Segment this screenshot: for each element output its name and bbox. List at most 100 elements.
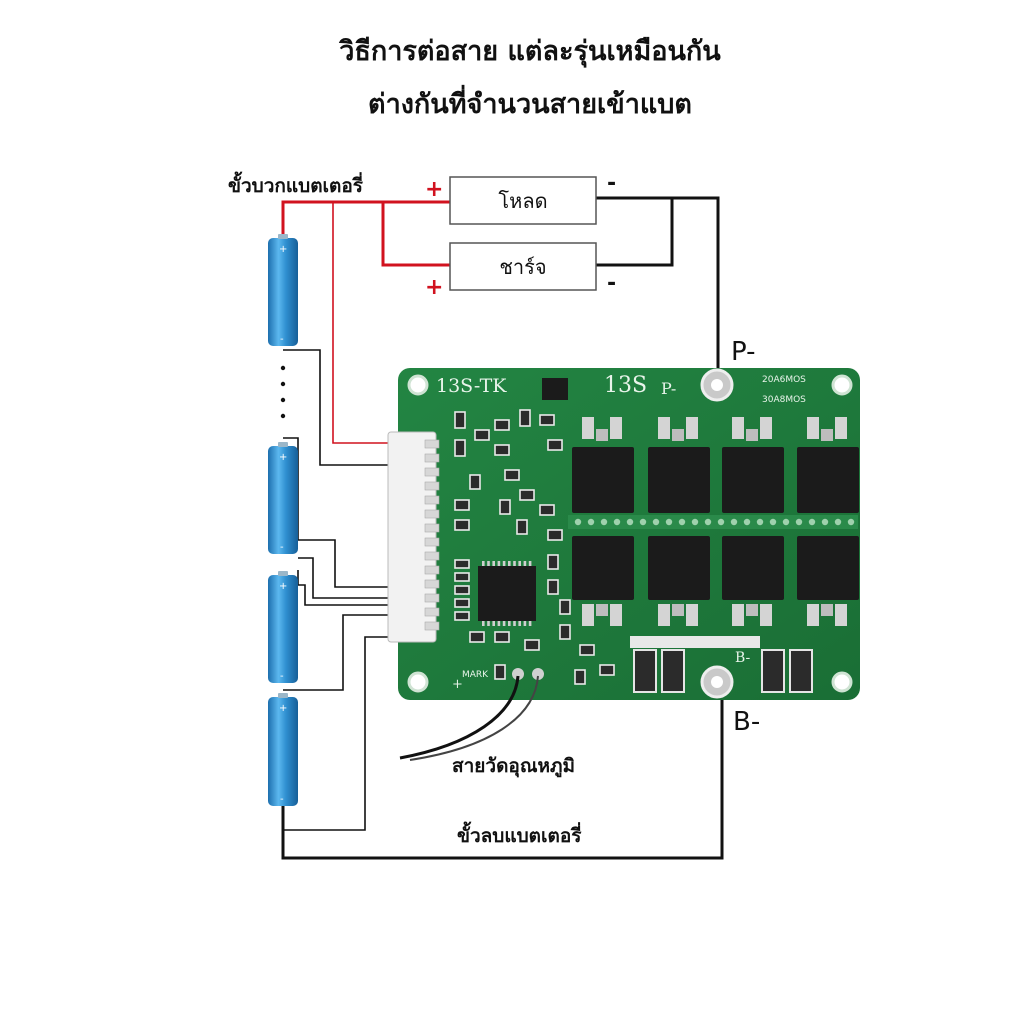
bus-via — [678, 518, 686, 526]
board-series: 13S — [604, 373, 647, 398]
bms-board: 13S-TK 13S P- 20A6MOS 30A8MOS B- MARK + — [387, 368, 860, 700]
smd-part — [454, 439, 466, 457]
mosfet-chip — [648, 536, 710, 600]
mosfet-chip — [797, 536, 859, 600]
ic-leg — [482, 621, 485, 626]
bus-via — [847, 518, 855, 526]
connector-pin — [424, 537, 440, 547]
battery-negative-label: ขั้วลบแบตเตอรี่ — [457, 821, 582, 847]
load-negative-wire — [596, 196, 720, 368]
battery-minus-mark: - — [280, 542, 284, 553]
shunt-resistor — [633, 649, 657, 693]
mosfet-leg — [807, 604, 819, 626]
ic-leg — [528, 561, 532, 566]
mosfet-leg — [610, 417, 622, 439]
ic-leg — [492, 621, 495, 626]
bus-via — [613, 518, 621, 526]
bus-via — [626, 518, 634, 526]
ic-leg — [518, 561, 521, 566]
ic-leg — [502, 621, 506, 626]
bus-via — [639, 518, 647, 526]
load-label: โหลด — [498, 189, 547, 213]
p-terminal-hole — [711, 379, 723, 391]
ic-leg — [497, 621, 501, 626]
battery-cell — [268, 446, 298, 554]
connector-pin — [424, 453, 440, 463]
smd-part — [494, 444, 510, 456]
board-p-pad-label: P- — [661, 379, 676, 398]
mosfet-leg — [582, 417, 594, 439]
smd-part — [454, 559, 470, 569]
battery-negative-wire — [281, 700, 724, 860]
ic-leg — [513, 561, 516, 566]
bus-via — [782, 518, 790, 526]
positive-sense-wire — [332, 202, 392, 444]
connector-pin — [424, 621, 440, 631]
ic-leg — [508, 621, 511, 626]
balance-connector — [387, 431, 437, 643]
smd-components — [454, 409, 615, 685]
mosfet-bus-bottom — [630, 636, 760, 648]
smd-part — [559, 599, 571, 615]
positive-main-wire — [281, 200, 450, 240]
ic-leg — [523, 621, 527, 626]
gap-dot — [280, 413, 286, 419]
mosfet-leg — [807, 417, 819, 439]
shunt-resistor — [789, 649, 813, 693]
sense-wire-3 — [298, 557, 392, 599]
battery-cells: +-+-+-+- — [268, 234, 298, 806]
mosfet-leg — [760, 604, 772, 626]
bus-via — [665, 518, 673, 526]
smd-part — [469, 631, 485, 643]
mosfet-leg — [610, 604, 622, 626]
smd-part — [499, 499, 511, 515]
mount-hole-br — [831, 671, 853, 693]
ic-leg — [528, 621, 532, 626]
smd-part — [519, 489, 535, 501]
sense-wire-2 — [283, 437, 392, 588]
mount-hole-bl — [407, 671, 429, 693]
battery-plus-mark: + — [279, 452, 287, 463]
smd-part — [454, 411, 466, 429]
ic-leg — [502, 561, 506, 566]
connector-pin — [424, 551, 440, 561]
smd-part — [494, 419, 510, 431]
mosfet-tab — [596, 429, 608, 441]
battery-plus-mark: + — [279, 581, 287, 592]
battery-terminal — [278, 693, 288, 698]
mosfet-chip — [722, 447, 784, 513]
bus-via — [795, 518, 803, 526]
cell-gap-dots — [280, 365, 286, 419]
b-terminal-hole — [711, 676, 723, 688]
ic-legs — [482, 561, 532, 626]
title-line-2: ต่างกันที่จำนวนสายเข้าแบต — [368, 84, 692, 120]
load-minus-sign: - — [607, 171, 616, 196]
smd-part — [547, 529, 563, 541]
smd-part — [454, 611, 470, 621]
smd-part — [579, 644, 595, 656]
smd-part — [519, 409, 531, 427]
bus-via — [652, 518, 660, 526]
ic-leg — [523, 561, 527, 566]
balance-sense-wires — [283, 349, 392, 831]
charge-box — [449, 242, 597, 291]
load-box — [449, 176, 597, 225]
ic-leg — [508, 561, 511, 566]
bus-via — [821, 518, 829, 526]
smd-part — [494, 664, 506, 680]
mosfet-leg — [835, 604, 847, 626]
mosfet-leg — [686, 417, 698, 439]
current-shunts — [633, 649, 813, 693]
mosfet-tab — [672, 429, 684, 441]
title-line-1: วิธีการต่อสาย แต่ละรุ่นเหมือนกัน — [338, 36, 721, 68]
battery-terminal — [278, 571, 288, 576]
mosfet-array — [572, 417, 859, 626]
battery-plus-mark: + — [279, 244, 287, 255]
positive-charge-wire — [381, 202, 450, 267]
smd-part — [494, 631, 510, 643]
mosfet-chip — [797, 447, 859, 513]
mosfet-leg — [658, 417, 670, 439]
connector-pin — [424, 481, 440, 491]
b-minus-label: B- — [733, 707, 760, 737]
